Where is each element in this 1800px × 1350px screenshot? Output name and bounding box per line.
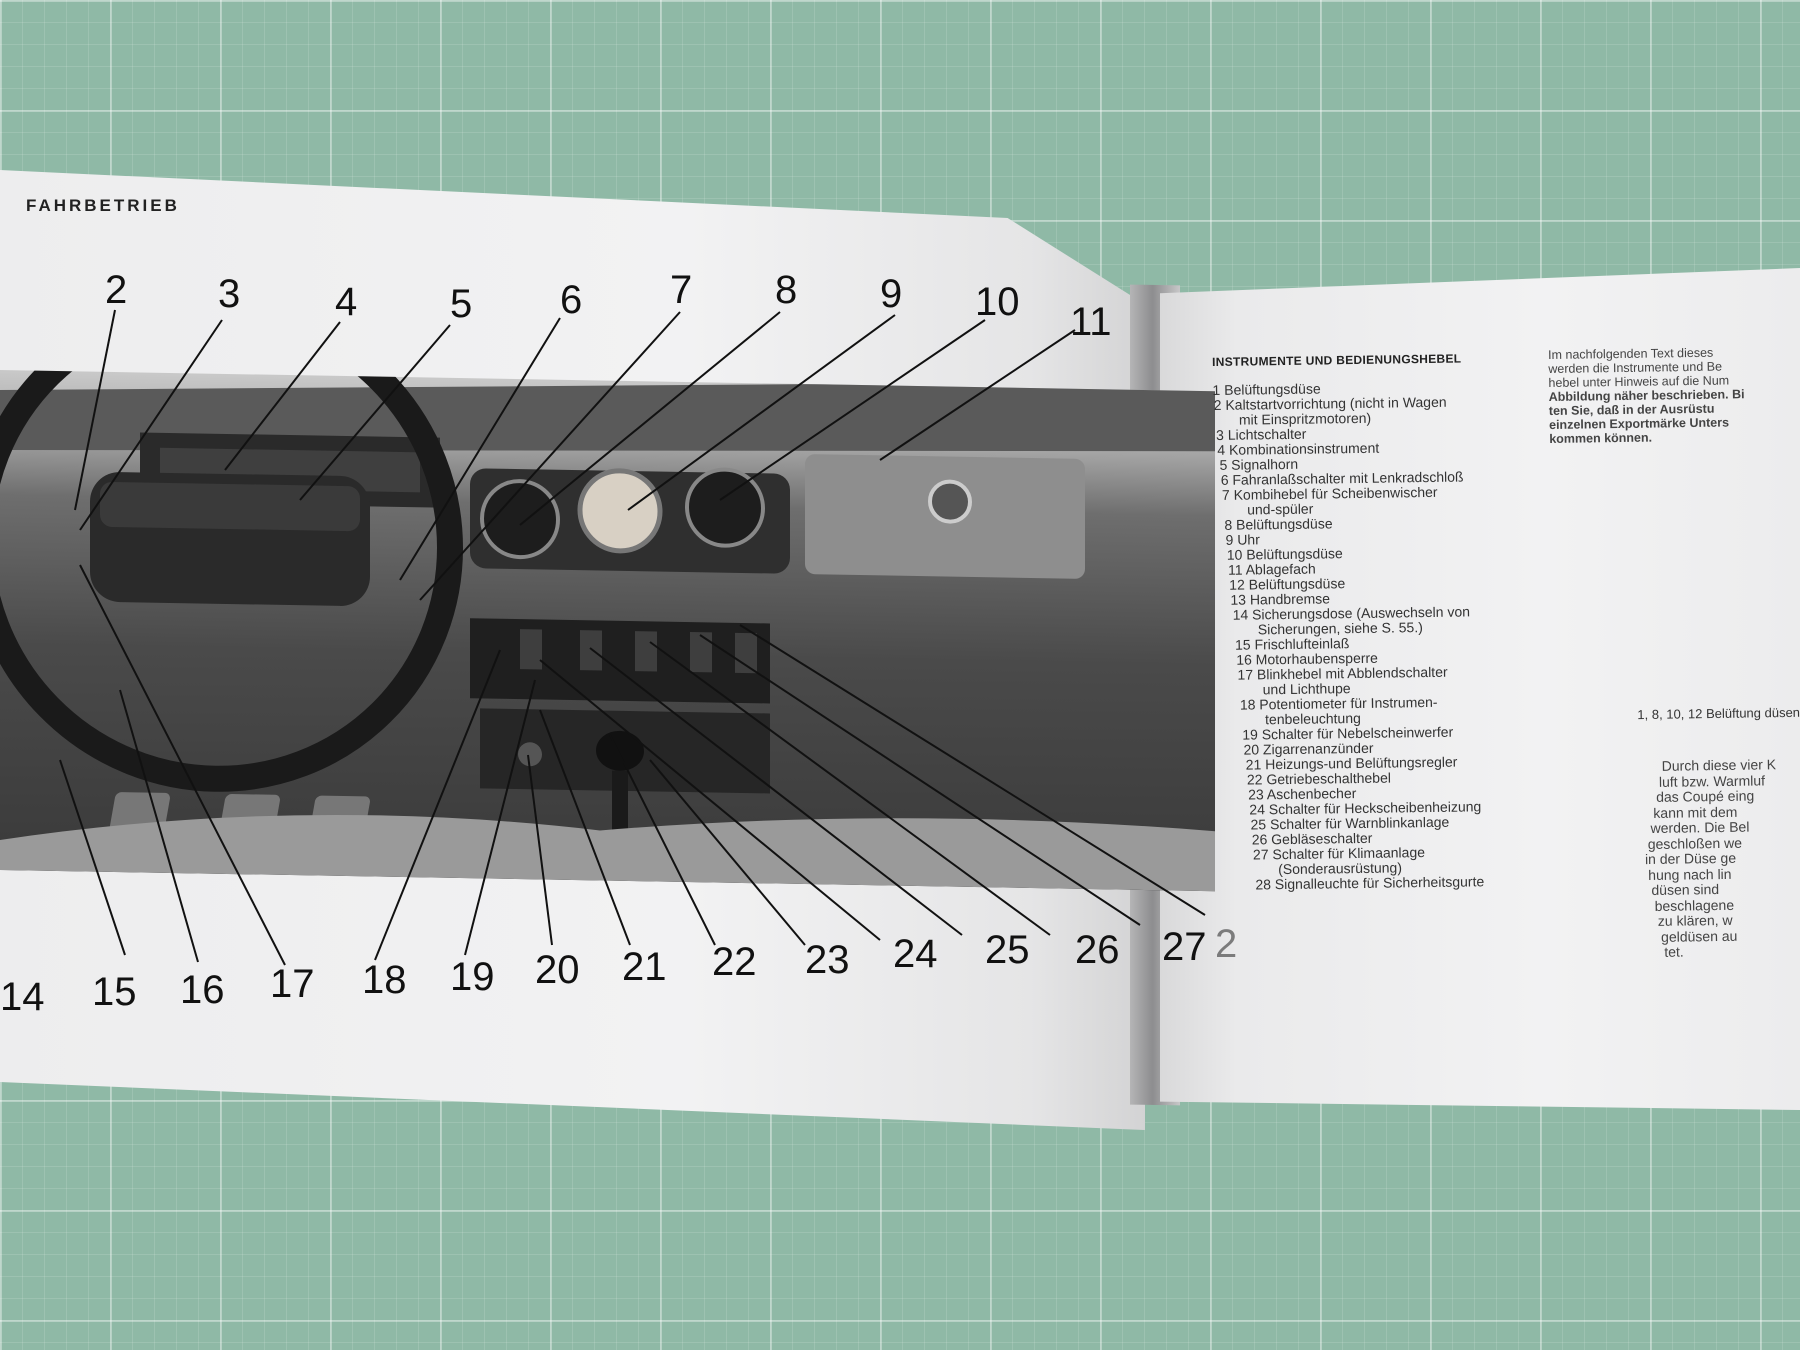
callout-26: 26 xyxy=(1075,928,1120,972)
dashboard-illustration xyxy=(0,370,1215,892)
section-subheading: 1, 8, 10, 12 Belüftung düsen xyxy=(1637,704,1800,723)
callout-19: 19 xyxy=(450,955,495,999)
callout-21: 21 xyxy=(622,945,667,989)
callout-7: 7 xyxy=(670,268,693,312)
callout-20: 20 xyxy=(535,948,580,992)
callout-14: 14 xyxy=(0,975,45,1019)
callout-17: 17 xyxy=(270,962,315,1006)
callout-24: 24 xyxy=(893,932,938,976)
paragraph-line: tet. xyxy=(1664,943,1684,960)
callout-8: 8 xyxy=(775,268,798,312)
callout-6: 6 xyxy=(560,278,583,322)
callout-28-partial: 2 xyxy=(1215,922,1238,966)
callout-15: 15 xyxy=(92,970,137,1014)
callout-23: 23 xyxy=(805,938,850,982)
callout-9: 9 xyxy=(880,272,903,316)
callout-16: 16 xyxy=(180,968,225,1012)
callout-10: 10 xyxy=(975,280,1020,324)
dashboard-photo xyxy=(0,370,1215,892)
section-header: FAHRBETRIEB xyxy=(26,196,180,215)
paragraph-line: Durch diese vier K xyxy=(1661,756,1777,774)
callout-22: 22 xyxy=(712,940,757,984)
callout-27: 27 xyxy=(1162,925,1207,969)
callout-18: 18 xyxy=(362,958,407,1002)
instrument-list: INSTRUMENTE UND BEDIENUNGSHEBEL 1 Belüft… xyxy=(1212,350,1549,893)
right-page xyxy=(1160,268,1800,1110)
callout-2: 2 xyxy=(105,268,128,312)
callout-5: 5 xyxy=(450,282,473,326)
callout-3: 3 xyxy=(218,272,241,316)
callout-4: 4 xyxy=(335,280,358,324)
callout-11: 11 xyxy=(1070,300,1112,344)
callout-25: 25 xyxy=(985,928,1030,972)
